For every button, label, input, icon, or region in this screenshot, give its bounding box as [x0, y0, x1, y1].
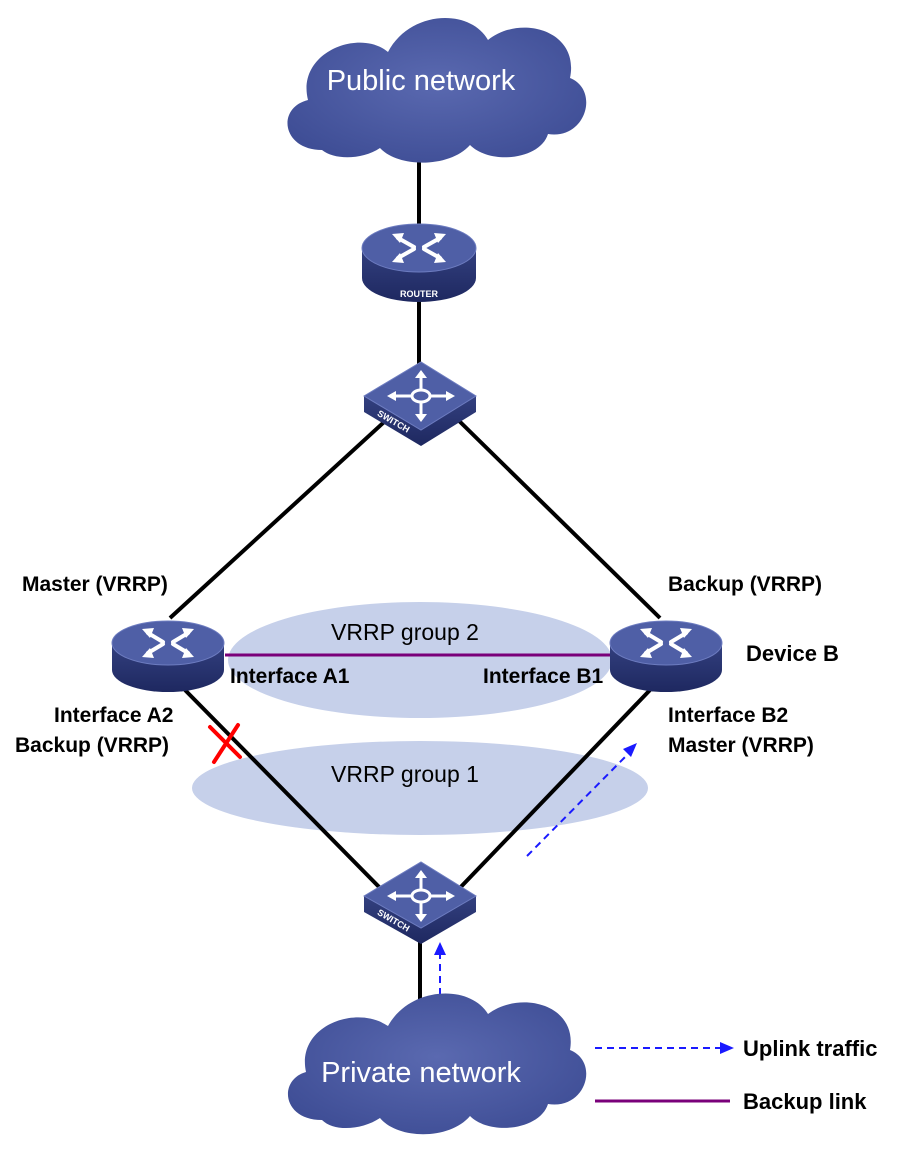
- vrrp-group-1-ellipse: [192, 741, 648, 835]
- router-label: ROUTER: [400, 289, 439, 299]
- uplink-arrow-diagonal: [526, 751, 631, 857]
- device-a-role-top: Master (VRRP): [22, 573, 168, 596]
- device-a-router-icon: [111, 620, 225, 692]
- vrrp-group-2-ellipse: [228, 602, 612, 718]
- legend-uplink-arrowhead: [720, 1042, 734, 1054]
- bottom-switch-icon: SWITCH: [363, 861, 477, 944]
- uplink-arrowhead-diagonal: [623, 743, 637, 757]
- legend: Uplink traffic Backup link: [595, 1036, 877, 1114]
- device-b-role-top: Backup (VRRP): [668, 573, 822, 596]
- legend-backup-label: Backup link: [743, 1089, 867, 1114]
- top-switch-icon: SWITCH: [363, 361, 477, 446]
- interface-a2-label: Interface A2: [54, 704, 173, 727]
- private-network-cloud: Private network: [287, 993, 587, 1135]
- device-b-label: Device B: [746, 641, 839, 666]
- public-network-cloud: Public network: [287, 18, 587, 163]
- interface-b2-label: Interface B2: [668, 704, 788, 727]
- interface-b1-label: Interface B1: [483, 665, 604, 688]
- link-device-b-bottom-switch: [453, 688, 652, 895]
- device-b-router-icon: [609, 620, 723, 692]
- uplink-traffic: [439, 751, 631, 995]
- public-network-label: Public network: [327, 65, 516, 97]
- link-switch-device-b: [448, 410, 662, 620]
- legend-uplink-label: Uplink traffic: [743, 1036, 877, 1061]
- vrrp-group-2-label: VRRP group 2: [331, 619, 479, 645]
- interface-a1-label: Interface A1: [230, 665, 350, 688]
- uplink-arrowhead-vertical: [434, 942, 446, 955]
- links: [168, 150, 662, 1005]
- device-b-role-bottom: Master (VRRP): [668, 734, 814, 757]
- vrrp-group-1-label: VRRP group 1: [331, 761, 479, 787]
- link-device-a-bottom-switch: [183, 688, 387, 895]
- link-failure-x-mark: [208, 723, 242, 764]
- private-network-label: Private network: [321, 1057, 521, 1089]
- router-icon: ROUTER: [361, 223, 477, 302]
- link-switch-device-a: [168, 410, 397, 620]
- device-a-role-bottom: Backup (VRRP): [15, 734, 169, 757]
